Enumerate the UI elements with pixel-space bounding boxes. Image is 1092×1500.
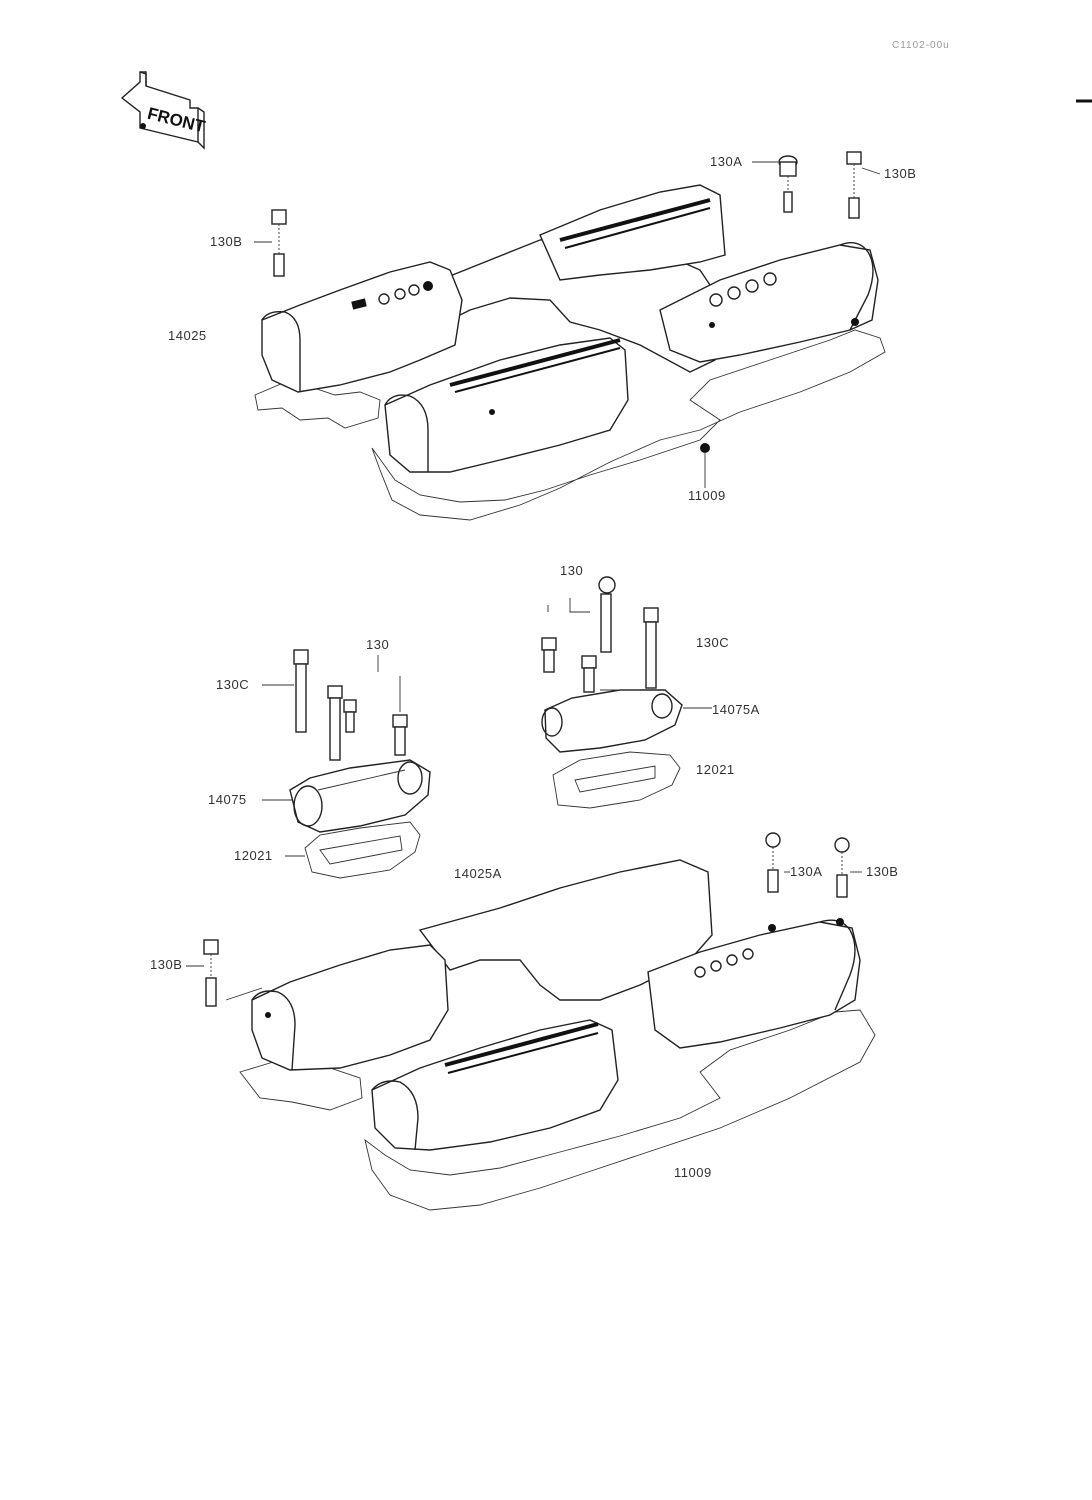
bolt-130b-upper-right xyxy=(846,151,862,219)
label-130a-lower: 130A xyxy=(790,864,823,879)
label-14075a: 14075A xyxy=(712,702,760,717)
bolts-left-set xyxy=(293,649,408,761)
label-12021-right: 12021 xyxy=(696,762,735,777)
label-11009-lower: 11009 xyxy=(674,1165,712,1180)
logo-mark-lower xyxy=(694,948,754,978)
label-14025: 14025 xyxy=(168,328,207,343)
bolt-130b-lower-right xyxy=(834,837,850,898)
label-14025a: 14025A xyxy=(454,866,502,881)
label-130-mid-left: 130 xyxy=(366,637,390,652)
cylinder-head-cover-upper xyxy=(254,184,886,521)
document-ref-code: C1102-00u xyxy=(892,40,950,51)
gasket-11009-upper xyxy=(254,379,381,429)
breather-cover-14075 xyxy=(289,759,431,833)
label-130b-upper-right: 130B xyxy=(884,166,917,181)
label-12021-left: 12021 xyxy=(234,848,273,863)
gasket-12021-left xyxy=(304,821,421,879)
bolt-130a-upper xyxy=(778,155,798,213)
cylinder-head-cover-lower xyxy=(239,859,876,1211)
bolt-130b-lower-left xyxy=(203,939,219,1007)
label-130b-lower-left: 130B xyxy=(150,957,183,972)
label-130-mid-right: 130 xyxy=(560,563,584,578)
logo-mark-right xyxy=(709,272,777,307)
bolts-right-set xyxy=(541,576,659,693)
label-11009-upper: 11009 xyxy=(688,488,726,503)
label-130b-upper-left: 130B xyxy=(210,234,243,249)
logo-mark-left xyxy=(351,281,433,310)
bolt-130a-lower xyxy=(765,832,781,893)
bolt-130b-upper-left xyxy=(271,209,287,277)
label-130c-mid-right: 130C xyxy=(696,635,730,650)
gasket-12021-right xyxy=(552,751,681,809)
label-14075: 14075 xyxy=(208,792,247,807)
front-arrow-icon: FRONT xyxy=(120,71,208,150)
label-130a-upper: 130A xyxy=(710,154,743,169)
label-130b-lower-right: 130B xyxy=(866,864,899,879)
breather-cover-14075a xyxy=(541,689,683,753)
label-130c-mid-left: 130C xyxy=(216,677,250,692)
